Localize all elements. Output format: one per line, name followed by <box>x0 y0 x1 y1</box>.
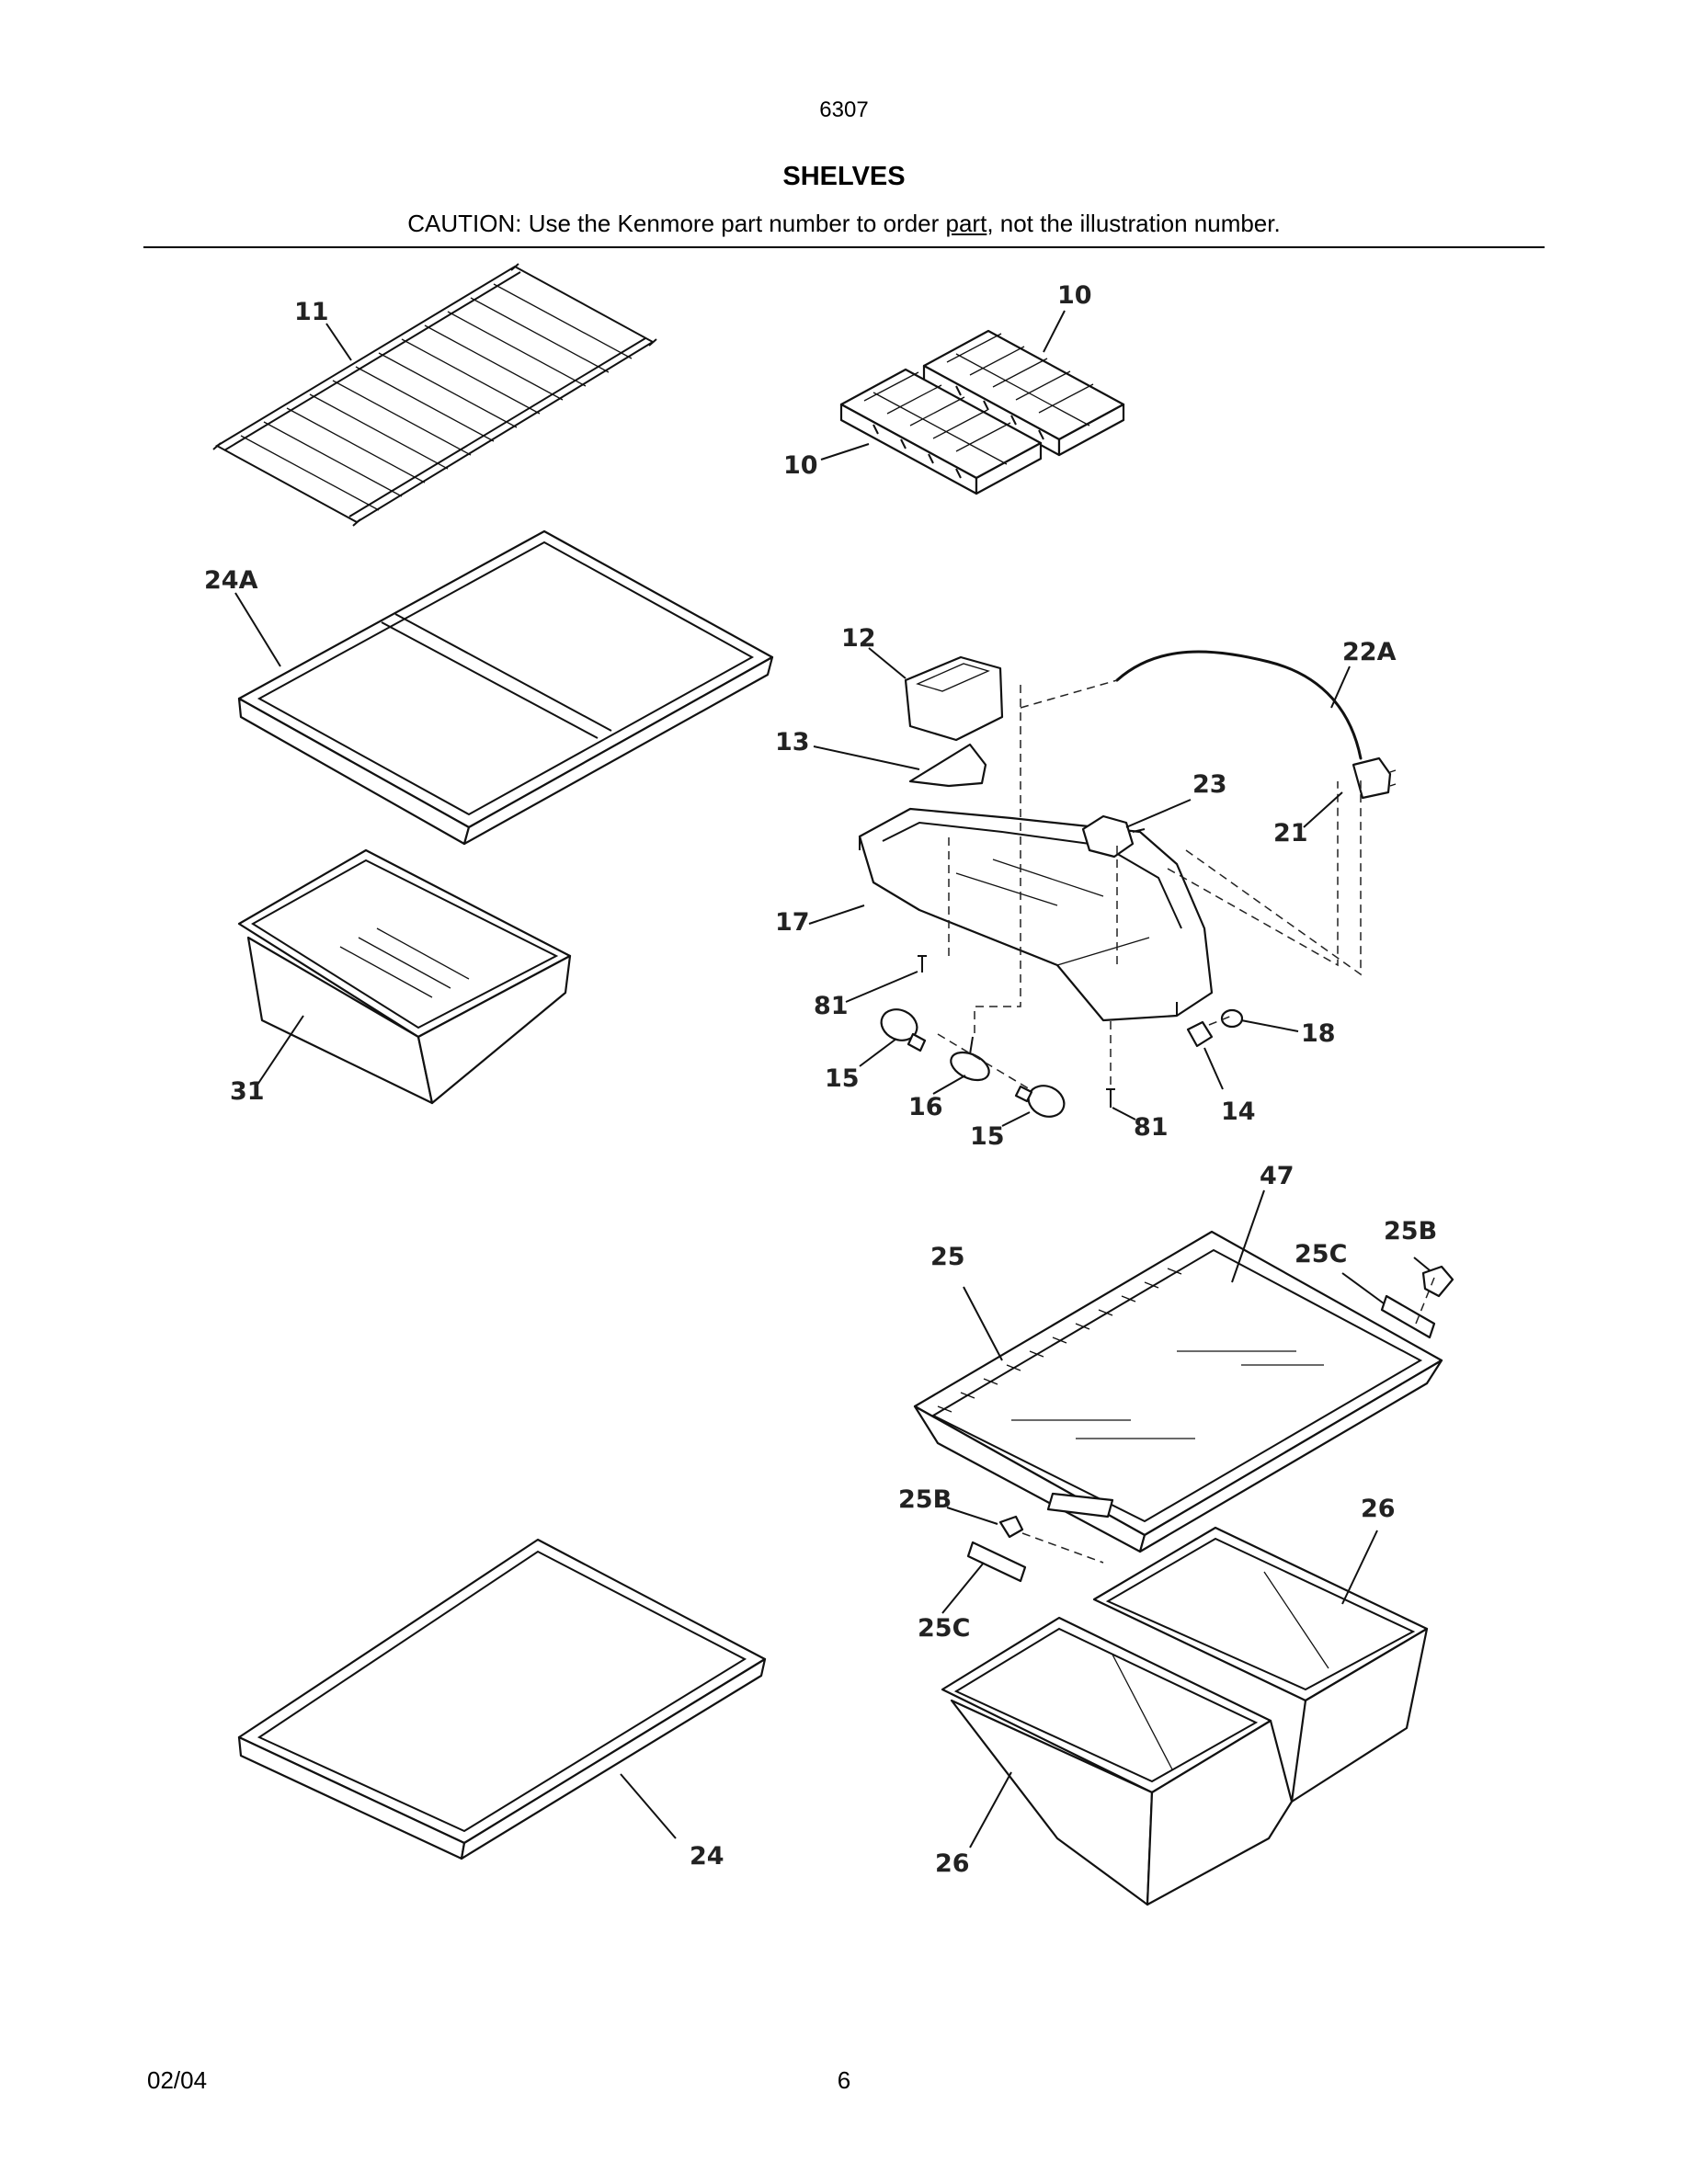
callout-22a: 22A <box>1342 638 1397 666</box>
callout-11: 11 <box>294 298 329 326</box>
model-number: 6307 <box>819 97 869 122</box>
callout-81-lower: 81 <box>1134 1113 1169 1142</box>
crisper-drawer-26-rear-drawing <box>1092 1526 1429 1803</box>
callout-labels: 11 10 10 24A 12 22A 13 23 21 17 81 18 15… <box>204 281 1437 1878</box>
callout-21: 21 <box>1273 819 1308 847</box>
clip-25b-lower-drawing <box>998 1515 1024 1539</box>
lens-13-drawing <box>908 743 987 788</box>
button-18-drawing <box>1220 1008 1244 1029</box>
glass-shelf-24-drawing <box>237 1538 767 1860</box>
bulb-15-left-drawing <box>880 1008 927 1052</box>
guide-line-25c <box>1415 1277 1435 1325</box>
callout-12: 12 <box>841 624 876 653</box>
callout-16: 16 <box>908 1093 943 1121</box>
callout-24: 24 <box>690 1842 724 1871</box>
caution-note: CAUTION: Use the Kenmore part number to … <box>0 210 1688 238</box>
header-divider <box>143 246 1545 248</box>
callout-23: 23 <box>1192 770 1227 799</box>
callout-13: 13 <box>775 728 810 756</box>
glass-shelf-24a-drawing <box>237 529 774 846</box>
caution-underlined-word: part <box>945 210 987 237</box>
callout-24a: 24A <box>204 566 258 595</box>
screw-81-upper-drawing <box>918 955 927 973</box>
caution-text-before: CAUTION: Use the Kenmore part number to … <box>407 210 946 237</box>
light-housing-17-drawing <box>858 807 1214 1022</box>
callout-17: 17 <box>775 908 810 937</box>
bracket-25c-upper-drawing <box>1380 1294 1436 1339</box>
clip-25b-upper-drawing <box>1421 1265 1454 1298</box>
callout-25c-top: 25C <box>1295 1240 1347 1268</box>
leader-lines <box>234 310 1431 1848</box>
callout-25b-top: 25B <box>1384 1217 1437 1246</box>
caution-text-after: , not the illustration number. <box>987 210 1281 237</box>
callout-18: 18 <box>1301 1019 1336 1048</box>
assembly-guide-lines <box>937 679 1362 1090</box>
guide-line-25b <box>1021 1532 1104 1564</box>
crisper-bin-31-drawing <box>237 848 572 1105</box>
callout-14: 14 <box>1221 1098 1256 1126</box>
callout-15-left: 15 <box>825 1064 860 1093</box>
ice-tray-lower-drawing <box>839 368 1043 495</box>
screw-81-lower-drawing <box>1106 1088 1115 1108</box>
switch-23-drawing <box>1081 814 1146 859</box>
crisper-drawer-26-front-drawing <box>941 1616 1294 1906</box>
callout-31: 31 <box>230 1077 265 1106</box>
callout-25: 25 <box>930 1243 965 1271</box>
footer-date: 02/04 <box>147 2066 208 2094</box>
bracket-25c-lower-drawing <box>966 1541 1027 1583</box>
bulb-15-right-drawing <box>1014 1085 1066 1118</box>
wire-harness-22a-drawing <box>1115 650 1397 800</box>
callout-15-right: 15 <box>970 1122 1005 1151</box>
callout-81-upper: 81 <box>814 992 849 1020</box>
switch-14-drawing <box>1186 1020 1214 1048</box>
section-title: SHELVES <box>782 162 906 191</box>
callout-25b-bottom: 25B <box>898 1485 952 1514</box>
callout-10-top: 10 <box>1057 281 1092 310</box>
callout-47: 47 <box>1260 1162 1295 1190</box>
housing-cover-12-drawing <box>904 655 1004 742</box>
wire-shelf-drawing <box>212 263 657 527</box>
callout-25c-bottom: 25C <box>918 1614 970 1643</box>
page-number: 6 <box>837 2066 851 2094</box>
callout-26-left: 26 <box>935 1849 970 1878</box>
crisper-cover-25-drawing <box>913 1230 1443 1553</box>
callout-10-bottom: 10 <box>783 451 818 480</box>
ice-tray-upper-drawing <box>922 329 1125 457</box>
callout-26-right: 26 <box>1361 1495 1396 1523</box>
